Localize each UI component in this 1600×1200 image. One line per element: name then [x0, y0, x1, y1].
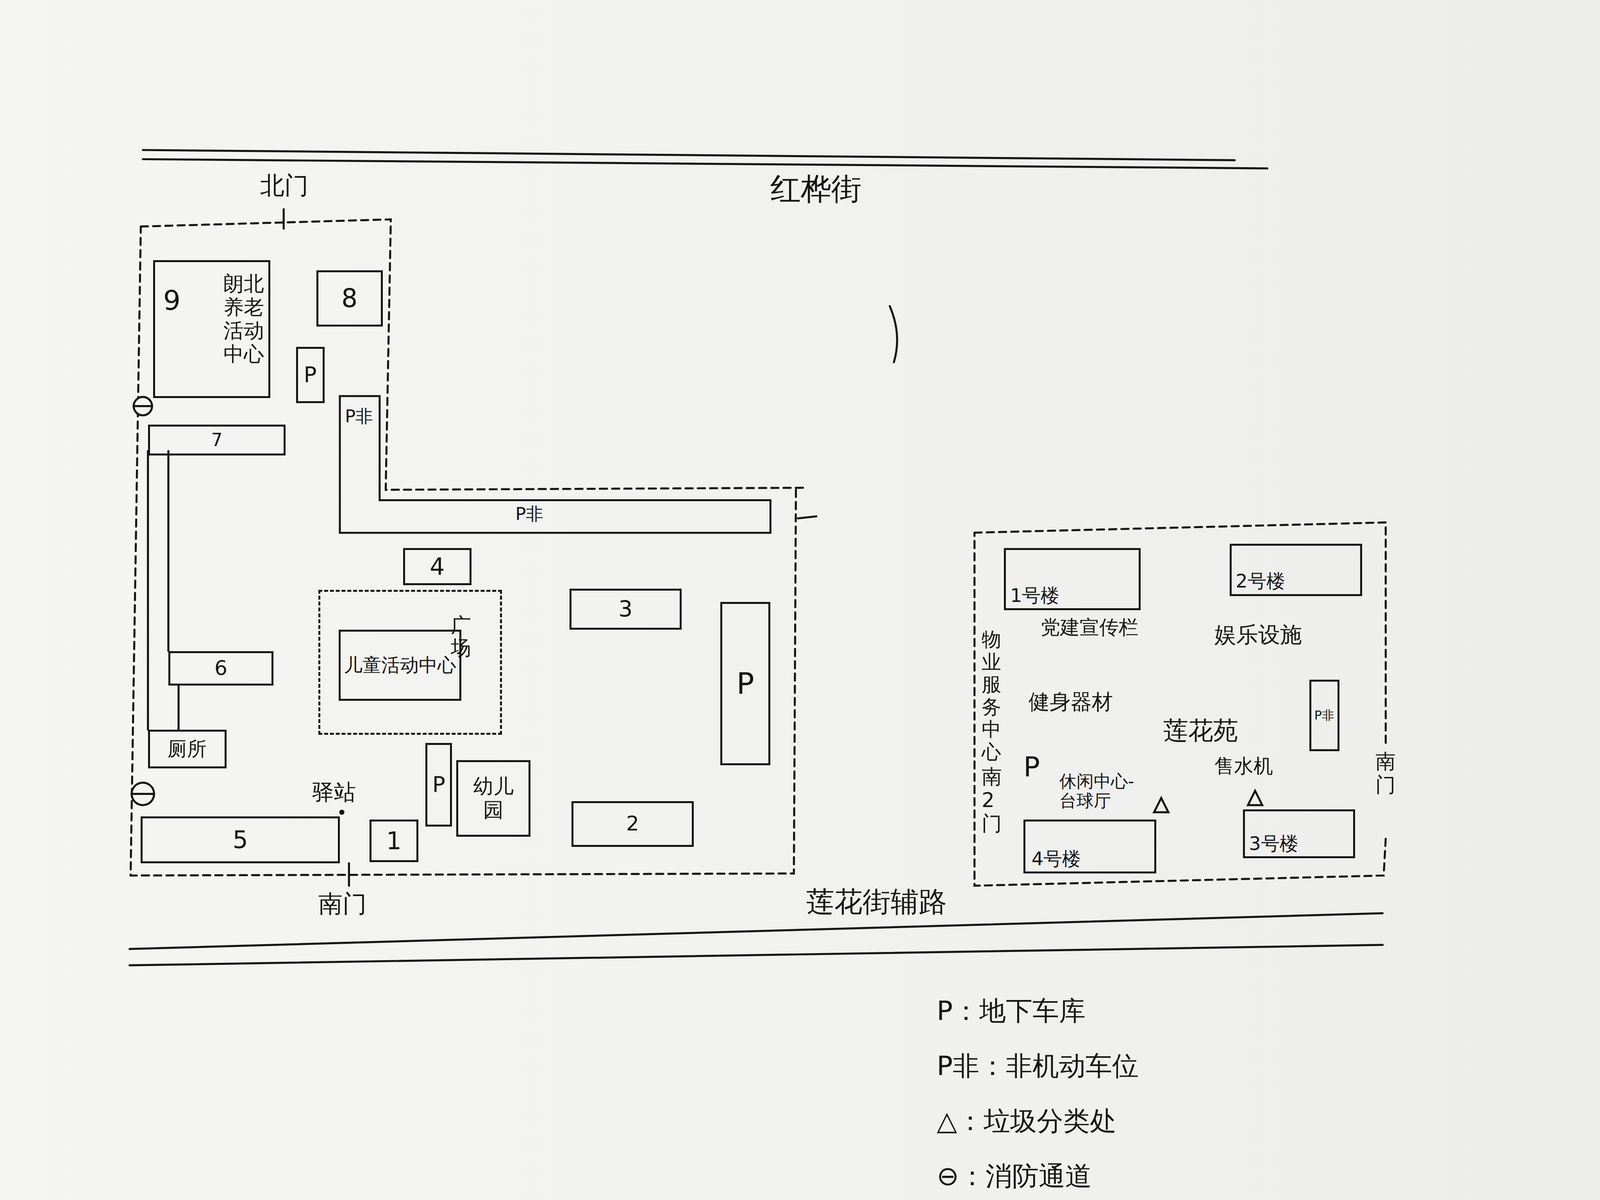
street-line — [129, 944, 1383, 966]
fire-lane-symbol — [133, 405, 152, 408]
building-box: 8 — [316, 270, 383, 327]
garbage-sorting-symbol — [1248, 790, 1263, 806]
strip-outline — [339, 396, 771, 533]
building-box: 6 — [168, 651, 274, 686]
fire-lane-symbol — [131, 792, 154, 795]
legend-entry: △：垃圾分类处 — [936, 1105, 1117, 1138]
compound-boundary — [974, 522, 1386, 886]
building-number: 6 — [214, 656, 228, 681]
building-label: 1号楼 — [1010, 584, 1060, 607]
garage-box: P — [296, 346, 325, 404]
facility-box: 儿童活动中心 — [338, 629, 462, 702]
street-line — [129, 913, 1383, 949]
building-number: 1 — [386, 826, 402, 855]
facility-label: 幼儿园 — [471, 775, 516, 822]
building-label: 4号楼 — [1031, 848, 1082, 870]
garage-box: P — [720, 601, 771, 766]
building-label: 2号楼 — [1235, 570, 1286, 592]
street-name: 红桦街 — [770, 171, 862, 207]
legend-entry: P非：非机动车位 — [936, 1050, 1139, 1083]
street-line — [142, 159, 1268, 169]
street-line — [142, 150, 1235, 161]
building-box: 9 朗北养老活动中心 — [153, 260, 271, 399]
pen-mark — [889, 306, 898, 363]
building-box: 5 — [140, 816, 340, 864]
garage-mark: P — [303, 362, 317, 388]
area-name: 莲花苑 — [1163, 716, 1239, 746]
gate-label: 南2门 — [981, 765, 1002, 836]
facility-label: 健身器材 — [1028, 689, 1113, 715]
gate-mark — [282, 209, 285, 229]
facility-label: 物业服务中心 — [981, 628, 1002, 764]
building-number: 3 — [618, 596, 633, 623]
building-outline — [148, 451, 179, 730]
building-number: 7 — [210, 429, 223, 451]
garage-mark: P — [432, 772, 446, 797]
building-box: 3号楼 — [1242, 809, 1356, 859]
building-number: 9 — [163, 284, 181, 317]
facility-box: 幼儿园 — [456, 760, 531, 837]
bike-parking-mark: P非 — [1314, 708, 1335, 723]
building-number: 5 — [232, 825, 248, 854]
fire-lane-symbol — [131, 782, 154, 806]
building-number: 4 — [429, 553, 445, 581]
map-lines — [129, 150, 1386, 966]
facility-label: 党建宣传栏 — [1040, 616, 1139, 640]
facility-label: 休闲中心-台球厅 — [1059, 771, 1146, 811]
gate-mark — [348, 863, 350, 886]
building-box: 7 — [148, 424, 286, 456]
bike-parking-mark: P非 — [344, 406, 374, 427]
gate-mark — [798, 516, 817, 519]
building-box: 3 — [569, 588, 682, 630]
compound-boundary — [130, 219, 806, 876]
facility-label: 儿童活动中心 — [343, 654, 457, 676]
building-box: 1号楼 — [1003, 548, 1141, 611]
garage-mark: P — [1023, 751, 1040, 783]
garage-mark: P — [736, 666, 755, 701]
building-box: 4 — [403, 548, 472, 586]
building-box: 1 — [369, 819, 419, 863]
building-number: 8 — [341, 283, 358, 314]
station-dot — [339, 809, 345, 815]
building-label: 3号楼 — [1248, 832, 1299, 855]
gate-label: 南门 — [318, 889, 367, 918]
facility-label: 娱乐设施 — [1214, 622, 1302, 648]
gate-label: 南门 — [1375, 750, 1396, 797]
building-number: 2 — [626, 812, 640, 836]
legend-entry: ⊖：消防通道 — [936, 1160, 1092, 1193]
garage-box: P — [425, 742, 452, 827]
building-box: 2号楼 — [1229, 543, 1363, 596]
building-label: 朗北养老活动中心 — [222, 272, 265, 366]
bike-parking-box: P非 — [1309, 679, 1340, 752]
street-name: 莲花街辅路 — [806, 885, 947, 918]
facility-label: 售水机 — [1214, 755, 1274, 778]
building-box: 4号楼 — [1023, 819, 1157, 874]
facility-label: 驿站 — [312, 779, 356, 805]
facility-box: 厕所 — [148, 729, 227, 769]
fire-lane-symbol — [133, 396, 152, 416]
bike-parking-mark: P非 — [515, 503, 544, 525]
garbage-sorting-symbol — [1153, 798, 1169, 813]
plaza-region: 广场儿童活动中心 — [318, 589, 502, 735]
building-box: 2 — [571, 801, 694, 848]
bike-parking-strip: P非 P非 — [339, 396, 771, 533]
legend-entry: P：地下车库 — [936, 994, 1086, 1027]
facility-label: 厕所 — [167, 737, 207, 761]
strip-outline — [339, 396, 771, 533]
gate-label: 北门 — [260, 171, 309, 200]
